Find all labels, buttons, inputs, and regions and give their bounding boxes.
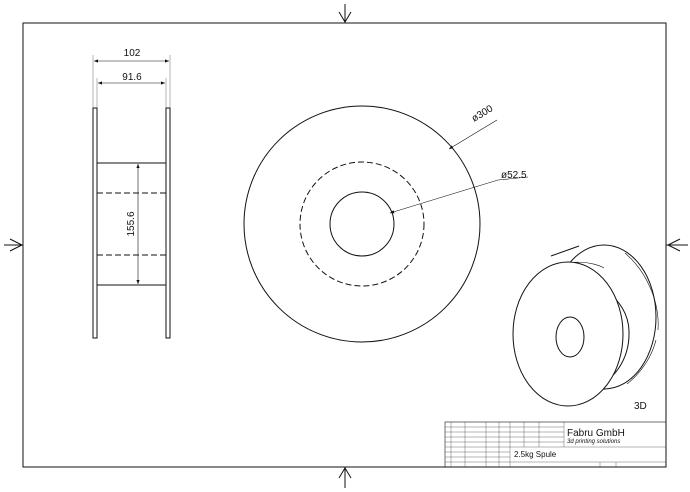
isometric-view: 3D	[512, 244, 659, 412]
dimension-inner-width: 91.6	[122, 72, 142, 83]
company-tagline: 3d printing solutions	[567, 439, 620, 445]
front-view: ø300 ø52.5	[243, 103, 529, 343]
centering-mark-left	[4, 238, 24, 252]
part-name: 2.5kg Spule	[514, 450, 557, 459]
bore-ellipse	[555, 316, 585, 358]
centering-mark-top	[338, 4, 352, 23]
dimension-overall-width: 102	[124, 48, 141, 59]
company-name: Fabru GmbH	[567, 428, 625, 439]
bore-circle	[329, 191, 395, 257]
view-label-3d: 3D	[634, 401, 647, 412]
front-flange-ellipse	[512, 261, 624, 407]
right-flange	[165, 107, 171, 339]
dimension-hub-diameter: 155.6	[126, 211, 137, 236]
side-view: 102 91.6 155.6	[92, 48, 171, 339]
left-flange	[92, 107, 98, 339]
centering-mark-right	[666, 238, 688, 252]
outer-flange-circle	[243, 105, 481, 343]
leader-outer-diameter	[448, 119, 498, 150]
dimension-outer-diameter: ø300	[470, 103, 496, 124]
leader-bore-diameter	[389, 179, 499, 214]
hub-hidden-circle	[299, 161, 425, 287]
centering-mark-bottom	[338, 467, 352, 488]
dimension-bore-diameter: ø52.5	[501, 170, 527, 181]
title-block: Fabru GmbH 3d printing solutions 2.5kg S…	[444, 421, 667, 468]
